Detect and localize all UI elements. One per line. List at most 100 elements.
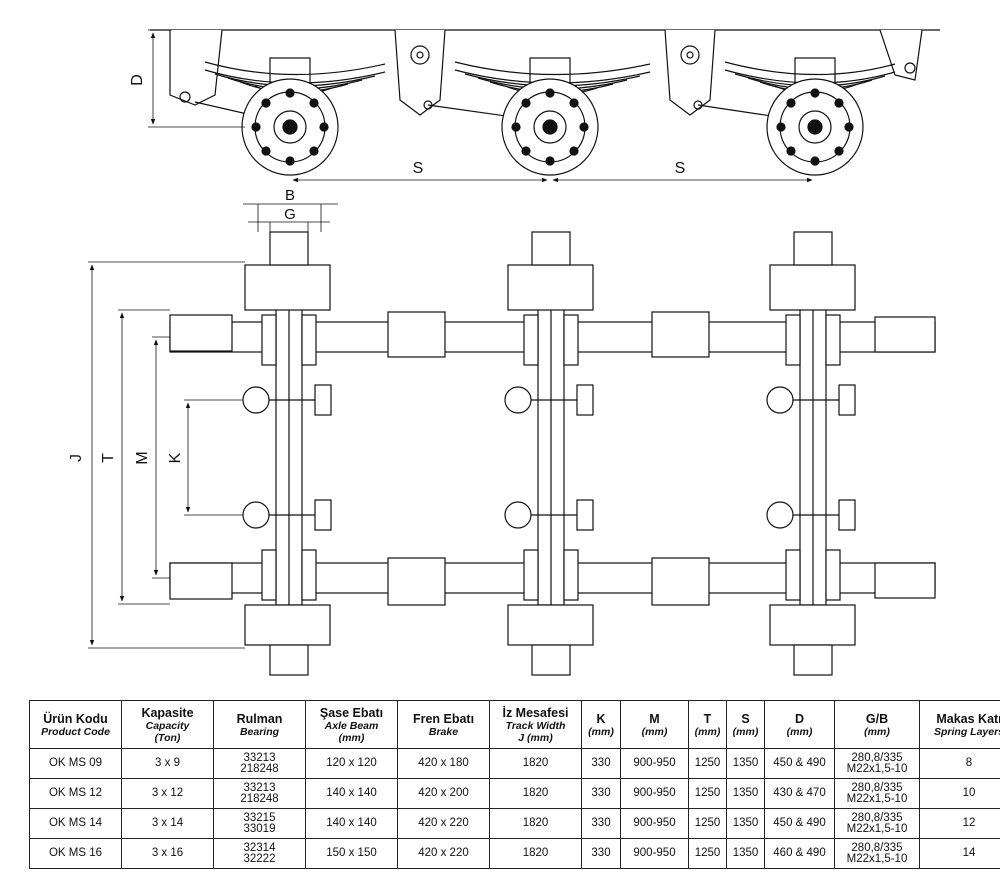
dimension-S: S S <box>292 160 813 183</box>
table-cell-beam: 140 x 140 <box>305 778 398 809</box>
table-cell-s: 1350 <box>726 808 765 839</box>
header-unit: (Ton) <box>154 731 181 744</box>
dimension-K: K <box>167 399 243 516</box>
table-cell-d: 460 & 490 <box>764 838 835 869</box>
header-title: İz Mesafesi <box>502 705 569 720</box>
table-cell-capacity: 3 x 16 <box>121 838 214 869</box>
axle-1 <box>242 231 332 676</box>
table-cell-beam: 140 x 140 <box>305 808 398 839</box>
label-S-1: S <box>413 160 424 177</box>
cell-line: 33213 <box>243 781 276 794</box>
table-cell-m: 900-950 <box>620 838 689 869</box>
table-cell-brake: 420 x 220 <box>397 808 490 839</box>
column-header: M(mm) <box>620 700 689 749</box>
cell-line: M22x1,5-10 <box>846 792 908 805</box>
side-view <box>150 29 940 176</box>
header-title: S <box>741 711 750 726</box>
cell-line: M22x1,5-10 <box>846 822 908 835</box>
wheel-hub-2 <box>501 78 599 176</box>
cell-line: 33213 <box>243 751 276 764</box>
header-subtitle: Axle Beam <box>324 719 379 732</box>
table-cell-layers: 10 <box>919 778 1000 809</box>
table-cell-layers: 12 <box>919 808 1000 839</box>
column-header: D(mm) <box>764 700 835 749</box>
table-cell-d: 450 & 490 <box>764 808 835 839</box>
table-cell-capacity: 3 x 12 <box>121 778 214 809</box>
table-cell-track: 1820 <box>489 838 582 869</box>
table-cell-t: 1250 <box>688 838 727 869</box>
table-cell-s: 1350 <box>726 748 765 779</box>
cell-line: M22x1,5-10 <box>846 762 908 775</box>
cell-line: 280,8/335 <box>851 781 903 794</box>
table-cell-s: 1350 <box>726 838 765 869</box>
label-D: D <box>129 74 146 86</box>
rear-hanger <box>879 29 923 81</box>
table-cell-t: 1250 <box>688 808 727 839</box>
table-cell-code: OK MS 16 <box>29 838 122 869</box>
header-unit: (mm) <box>338 731 365 744</box>
header-title: Rulman <box>236 711 283 726</box>
header-title: K <box>596 711 606 726</box>
header-title: D <box>794 711 805 726</box>
table-cell-m: 900-950 <box>620 778 689 809</box>
header-title: Şase Ebatı <box>319 705 384 720</box>
column-header: S(mm) <box>726 700 765 749</box>
top-view <box>169 231 936 676</box>
wheel-hub-1 <box>241 78 339 176</box>
cell-line: 32314 <box>243 841 276 854</box>
header-subtitle: Track Width <box>505 719 566 732</box>
column-header: T(mm) <box>688 700 727 749</box>
table-cell-brake: 420 x 220 <box>397 838 490 869</box>
table-cell-m: 900-950 <box>620 808 689 839</box>
table-cell-brake: 420 x 180 <box>397 748 490 779</box>
header-subtitle: (mm) <box>786 725 813 738</box>
table-cell-t: 1250 <box>688 778 727 809</box>
cell-line: 33019 <box>243 822 276 835</box>
header-subtitle: (mm) <box>588 725 614 738</box>
header-subtitle: (mm) <box>641 725 668 738</box>
dimension-B-G: B G <box>243 187 338 232</box>
label-M: M <box>134 451 151 464</box>
table-cell-m: 900-950 <box>620 748 689 779</box>
table-cell-k: 330 <box>581 808 621 839</box>
label-K: K <box>167 452 184 463</box>
label-S-2: S <box>675 160 686 177</box>
header-title: T <box>703 711 712 726</box>
table-cell-code: OK MS 09 <box>29 748 122 779</box>
technical-drawing: D S S <box>68 29 940 676</box>
table-cell-beam: 150 x 150 <box>305 838 398 869</box>
label-J: J <box>68 454 85 462</box>
table-cell-track: 1820 <box>489 778 582 809</box>
cell-line: 218248 <box>240 762 279 775</box>
table-cell-k: 330 <box>581 838 621 869</box>
middle-hanger-1 <box>394 29 446 116</box>
table-cell-code: OK MS 14 <box>29 808 122 839</box>
cell-line: 32222 <box>243 852 276 865</box>
header-subtitle: Brake <box>428 725 459 738</box>
header-title: M <box>649 711 660 726</box>
table-cell-layers: 14 <box>919 838 1000 869</box>
header-unit: J (mm) <box>518 731 553 744</box>
axle-2 <box>504 231 594 676</box>
header-subtitle: Product Code <box>41 725 110 738</box>
label-B: B <box>285 187 295 204</box>
cell-line: 33215 <box>243 811 276 824</box>
header-title: Ürün Kodu <box>43 711 108 726</box>
header-subtitle: Spring Layers <box>933 725 1000 738</box>
table-cell-code: OK MS 12 <box>29 778 122 809</box>
table-cell-s: 1350 <box>726 778 765 809</box>
front-hanger <box>169 29 223 106</box>
dimension-J: J <box>68 261 245 649</box>
table-cell-k: 330 <box>581 778 621 809</box>
